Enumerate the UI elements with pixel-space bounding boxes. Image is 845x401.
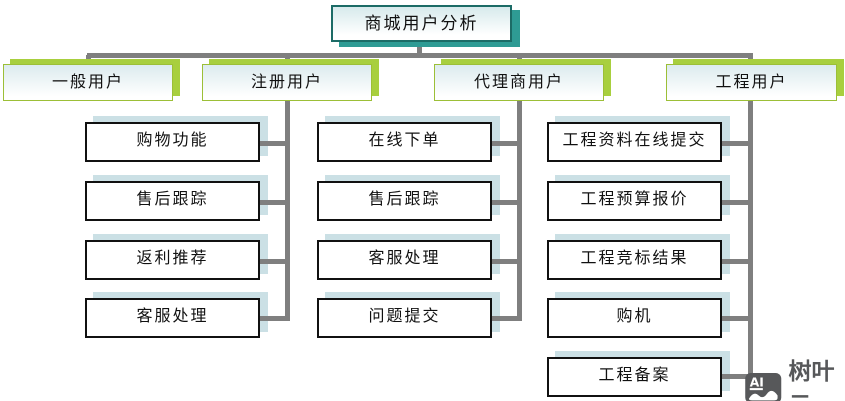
root-node-mall-user-analysis: 商城用户分析 (331, 5, 512, 42)
category-label: 一般用户 (51, 71, 124, 91)
connector-cat1-nub (86, 55, 91, 65)
child-label: 在线下单 (368, 130, 441, 149)
category-node-registered-user: 注册用户 (202, 64, 372, 101)
child-node-issue-submission: 问题提交 (317, 298, 492, 338)
connector-cat2-nub (285, 55, 290, 65)
connector-stub-col2-row4 (492, 316, 519, 321)
category-node-agent-user: 代理商用户 (434, 64, 604, 101)
child-node-project-filing: 工程备案 (547, 357, 722, 397)
child-label: 购物功能 (136, 130, 209, 149)
connector-stub-col1-row4 (260, 316, 287, 321)
connector-stub-col2-row3 (492, 259, 519, 264)
category-label: 注册用户 (250, 71, 323, 91)
category-node-general-user: 一般用户 (3, 64, 173, 101)
child-label: 工程竞标结果 (580, 248, 689, 267)
child-label: 工程备案 (598, 365, 671, 384)
child-node-customer-service-2: 客服处理 (317, 240, 492, 280)
logo-ai-text: AI (750, 375, 764, 389)
connector-vline-engineering (748, 100, 753, 380)
connector-stub-col1-row3 (260, 259, 287, 264)
child-node-online-order: 在线下单 (317, 122, 492, 162)
child-label: 工程资料在线提交 (562, 130, 707, 149)
connector-cat4-nub (748, 55, 753, 65)
child-label: 售后跟踪 (368, 189, 441, 208)
root-node-label: 商城用户分析 (364, 14, 479, 34)
connector-stub-col3-row4 (722, 316, 750, 321)
child-node-project-budget-quote: 工程预算报价 (547, 181, 722, 221)
connector-stub-col2-row2 (492, 200, 519, 205)
connector-cat3-nub (517, 55, 522, 65)
child-node-customer-service: 客服处理 (85, 298, 260, 338)
child-label: 售后跟踪 (136, 189, 209, 208)
child-node-purchase-machine: 购机 (547, 298, 722, 338)
child-label: 返利推荐 (136, 248, 209, 267)
child-node-rebate-referral: 返利推荐 (85, 240, 260, 280)
child-node-shopping-function: 购物功能 (85, 122, 260, 162)
connector-vline-registered (285, 100, 290, 321)
watermark-brand-text: 树叶云 (788, 359, 835, 401)
child-label: 客服处理 (368, 248, 441, 267)
category-label: 工程用户 (715, 71, 788, 91)
connector-stub-col1-row1 (260, 141, 287, 146)
child-label: 客服处理 (136, 306, 209, 325)
child-label: 购机 (616, 306, 653, 325)
child-node-project-data-online-submission: 工程资料在线提交 (547, 122, 722, 162)
child-node-project-bid-result: 工程竞标结果 (547, 240, 722, 280)
connector-title-stub (417, 41, 422, 54)
child-node-aftersale-tracking-2: 售后跟踪 (317, 181, 492, 221)
connector-top-horizontal (87, 53, 753, 58)
connector-stub-col3-row2 (722, 200, 750, 205)
child-label: 问题提交 (368, 306, 441, 325)
connector-vline-agent (517, 100, 522, 321)
connector-stub-col1-row2 (260, 200, 287, 205)
child-node-aftersale-tracking: 售后跟踪 (85, 181, 260, 221)
connector-stub-col3-row3 (722, 259, 750, 264)
category-label: 代理商用户 (473, 71, 564, 91)
connector-stub-col2-row1 (492, 141, 519, 146)
child-label: 工程预算报价 (580, 189, 689, 208)
category-node-engineering-user: 工程用户 (666, 64, 837, 101)
connector-stub-col3-row5 (722, 374, 750, 379)
connector-stub-col3-row1 (722, 141, 750, 146)
watermark: AI 树叶云 (744, 352, 845, 401)
leaf-cloud-logo-icon: AI (745, 372, 782, 401)
